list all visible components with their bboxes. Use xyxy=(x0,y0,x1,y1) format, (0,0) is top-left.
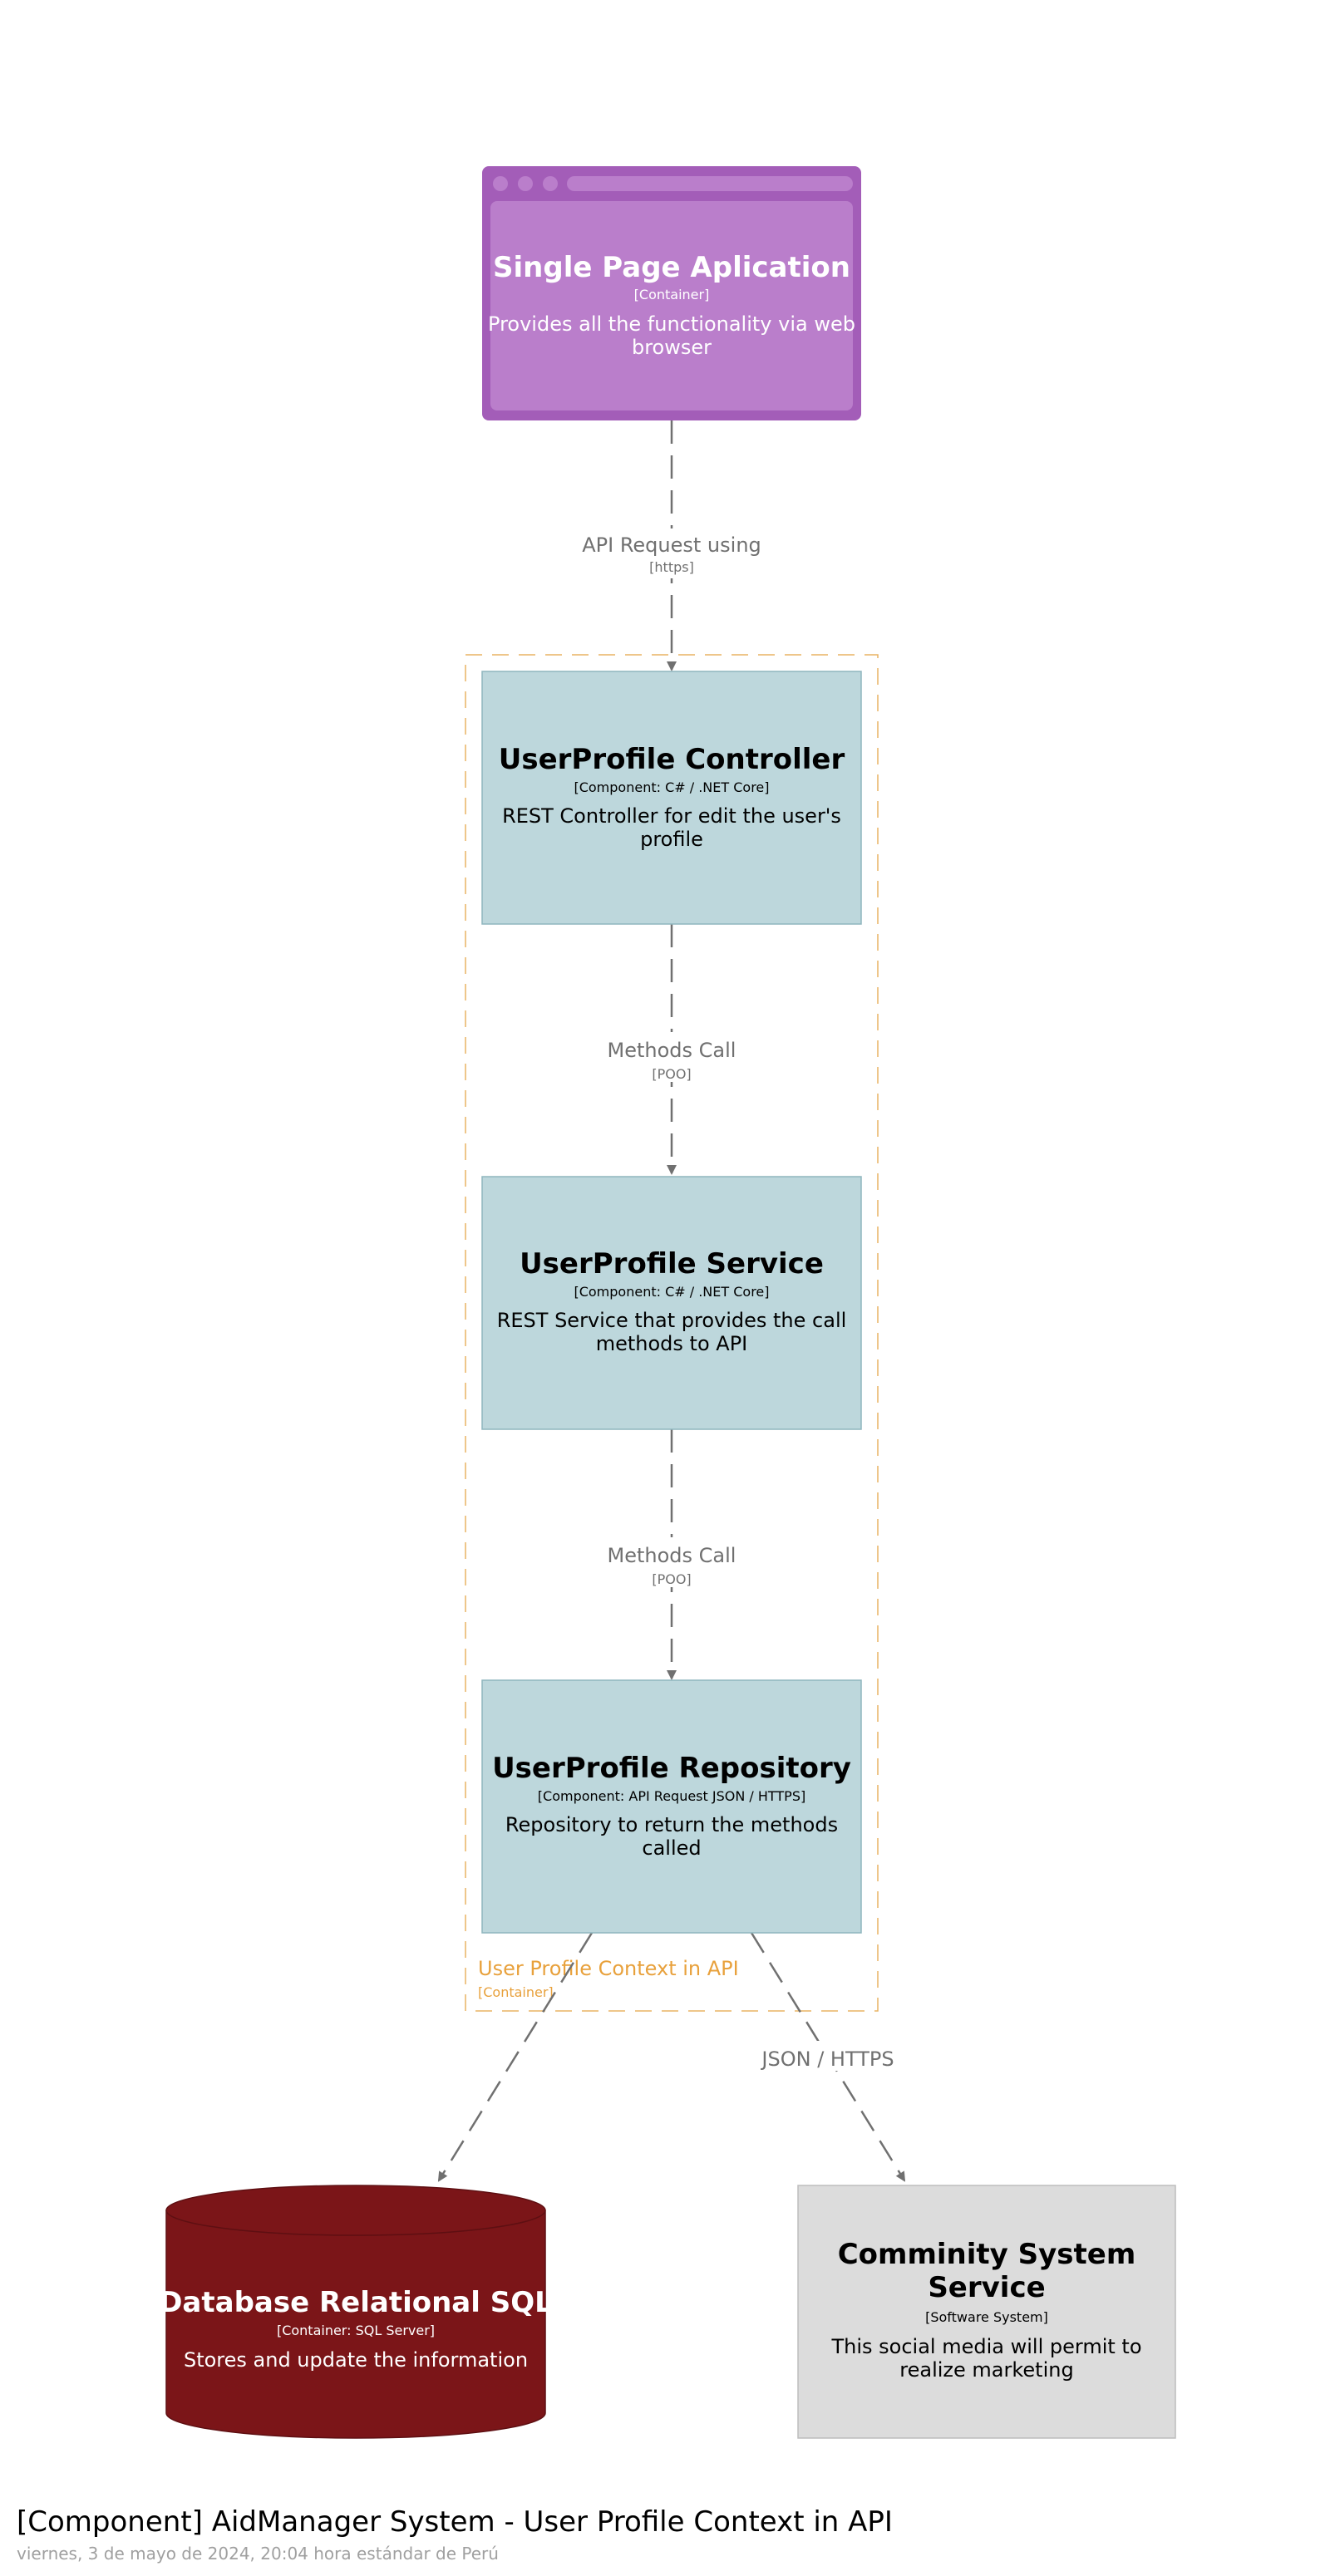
node-single-page-application[interactable]: Single Page Aplication [Container] Provi… xyxy=(482,166,861,420)
node-description: realize marketing xyxy=(899,2358,1073,2382)
node-description: REST Service that provides the call xyxy=(497,1309,847,1332)
node-name: Service xyxy=(928,2271,1045,2304)
edge-repository-database xyxy=(437,1932,594,2182)
node-name: UserProfile Controller xyxy=(499,743,845,776)
edge-service-repository: Methods Call [POO] xyxy=(598,1429,745,1680)
node-description: Stores and update the information xyxy=(184,2348,528,2372)
node-type: [Component: API Request JSON / HTTPS] xyxy=(538,1788,805,1804)
boundary-user-profile-context: User Profile Context in API [Container] xyxy=(465,654,879,2012)
boundary-label: User Profile Context in API xyxy=(478,1957,739,1980)
edge-label: Methods Call xyxy=(608,1039,736,1062)
browser-dot-icon xyxy=(493,176,508,191)
database-cylinder-icon xyxy=(165,2185,546,2439)
browser-dot-icon xyxy=(543,176,558,191)
node-type: [Component: C# / .NET Core] xyxy=(574,779,769,795)
edge-label: API Request using xyxy=(582,533,761,557)
node-description: methods to API xyxy=(596,1332,748,1355)
node-type: [Component: C# / .NET Core] xyxy=(574,1284,769,1300)
node-type: [Container: SQL Server] xyxy=(277,2323,435,2338)
node-userprofile-repository[interactable]: UserProfile Repository [Component: API R… xyxy=(481,1679,862,1934)
node-description: called xyxy=(642,1836,701,1860)
edge-tech: [POO] xyxy=(652,1571,691,1587)
node-comminity-system-service[interactable]: Comminity System Service [Software Syste… xyxy=(797,2185,1176,2439)
node-name: UserProfile Service xyxy=(520,1247,824,1281)
node-name: Database Relational SQL xyxy=(159,2286,553,2319)
node-type: [Software System] xyxy=(925,2309,1048,2325)
node-name: Comminity System xyxy=(838,2238,1136,2271)
node-userprofile-controller[interactable]: UserProfile Controller [Component: C# / … xyxy=(481,671,862,925)
node-description: browser xyxy=(632,336,712,359)
node-description: Repository to return the methods xyxy=(505,1813,838,1836)
node-description: This social media will permit to xyxy=(831,2335,1142,2358)
node-description: profile xyxy=(640,828,703,851)
node-name: Single Page Aplication xyxy=(493,251,850,284)
node-type: [Container] xyxy=(634,287,710,302)
node-userprofile-service[interactable]: UserProfile Service [Component: C# / .NE… xyxy=(481,1176,862,1430)
node-description: REST Controller for edit the user's xyxy=(502,804,841,828)
edge-repository-community: JSON / HTTPS xyxy=(750,1932,906,2182)
edge-label: JSON / HTTPS xyxy=(760,2048,894,2071)
edge-tech: [https] xyxy=(649,559,694,575)
browser-dot-icon xyxy=(518,176,533,191)
diagram-title: [Component] AidManager System - User Pro… xyxy=(17,2505,893,2539)
edge-label: Methods Call xyxy=(608,1544,736,1567)
node-database-relational-sql[interactable]: Database Relational SQL [Container: SQL … xyxy=(159,2185,553,2439)
edge-spa-controller: API Request using [https] xyxy=(582,420,761,671)
edge-tech: [POO] xyxy=(652,1066,691,1082)
boundary-type: [Container] xyxy=(478,1984,554,2000)
browser-address-bar xyxy=(567,176,853,191)
node-description: Provides all the functionality via web xyxy=(488,312,855,336)
edge-controller-service: Methods Call [POO] xyxy=(598,924,745,1175)
node-name: UserProfile Repository xyxy=(492,1752,851,1785)
diagram-subtitle: viernes, 3 de mayo de 2024, 20:04 hora e… xyxy=(17,2544,499,2564)
